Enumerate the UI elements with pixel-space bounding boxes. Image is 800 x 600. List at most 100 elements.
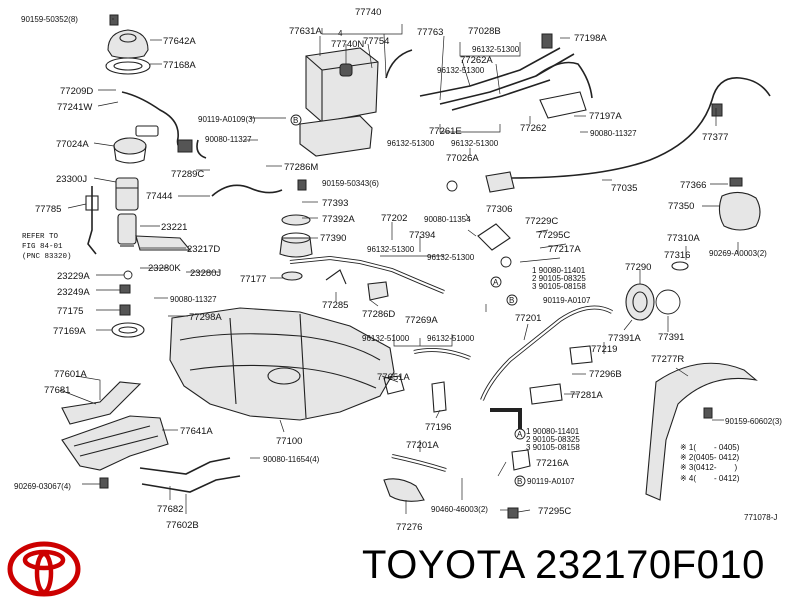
- label-77350: 77350: [668, 201, 694, 212]
- breather-hose-77276: [383, 478, 425, 502]
- label-77285: 77285: [322, 300, 348, 311]
- label-77390: 77390: [320, 233, 346, 244]
- label-77276: 77276: [396, 522, 422, 533]
- marker-a2: A: [514, 428, 526, 440]
- fuel-tank: [169, 307, 395, 421]
- label-77175: 77175: [57, 306, 83, 317]
- label-77740N: 77740N: [331, 39, 364, 50]
- label-96132-51000-a: 96132-51000: [362, 334, 410, 343]
- label-77602B: 77602B: [166, 520, 199, 531]
- svg-text:A: A: [517, 430, 523, 439]
- part-number-title: TOYOTA 232170F010: [362, 543, 765, 587]
- label-77197A: 77197A: [589, 111, 622, 122]
- label-90080-11401-a: 1 90080-11401: [532, 266, 586, 275]
- label-77209D: 77209D: [60, 86, 93, 97]
- footnote-2: ※ 2(0405- 0412): [680, 453, 740, 462]
- label-90105-08325-b: 2 90105-08325: [526, 435, 580, 444]
- label-77377: 77377: [702, 132, 728, 143]
- label-77269A: 77269A: [405, 315, 438, 326]
- label-77631A: 77631A: [289, 26, 322, 37]
- label-96132-51300-d: 96132-51300: [427, 253, 475, 262]
- leader-lines: [59, 18, 739, 514]
- label-90460-46003: 90460-46003(2): [431, 505, 488, 514]
- label-77306: 77306: [486, 204, 512, 215]
- tank-strap-front: [139, 457, 231, 475]
- label-77177: 77177: [240, 274, 266, 285]
- label-77392A: 77392A: [322, 214, 355, 225]
- label-77754: 77754: [363, 36, 389, 47]
- svg-text:B: B: [509, 296, 514, 305]
- label-90119-A0109: 90119-A0109(3): [198, 115, 256, 124]
- label-77393: 77393: [322, 198, 348, 209]
- svg-text:A: A: [493, 278, 499, 287]
- fuel-system-parts-diagram: A B B A B: [14, 7, 782, 533]
- label-77241W: 77241W: [57, 102, 92, 113]
- label-77217A: 77217A: [548, 244, 581, 255]
- gasket-ring: [105, 57, 151, 75]
- label-90080-11327-a: 90080-11327: [205, 135, 252, 144]
- label-77641A: 77641A: [180, 426, 213, 437]
- label-77290: 77290: [625, 262, 651, 273]
- fuel-filler-door: [718, 191, 761, 231]
- marker-b: B: [506, 294, 518, 306]
- label-90080-11354: 90080-11354: [424, 215, 471, 224]
- label-77295C-a: 77295C: [537, 230, 570, 241]
- label-23280J: 23280J: [190, 268, 221, 279]
- label-77281A: 77281A: [570, 390, 603, 401]
- footnote-4: ※ 4(- 0412): [680, 474, 740, 483]
- label-90105-08158-b: 3 90105-08158: [526, 443, 580, 452]
- label-90080-11401-b: 1 90080-11401: [526, 427, 580, 436]
- label-90269-A0003: 90269-A0003(2): [709, 249, 767, 258]
- filler-inlet: [625, 283, 681, 321]
- label-90159-50352: 90159-50352(8): [21, 15, 78, 24]
- marker-a: A: [490, 276, 502, 288]
- label-77763: 77763: [417, 27, 443, 38]
- label-77394: 77394: [409, 230, 435, 241]
- label-23280K: 23280K: [148, 263, 181, 274]
- charcoal-canister: [299, 47, 413, 157]
- label-90080-11327-b: 90080-11327: [170, 295, 217, 304]
- label-77601A: 77601A: [54, 369, 87, 380]
- label-77298A: 77298A: [189, 312, 222, 323]
- label-77444: 77444: [146, 191, 172, 202]
- label-77785: 77785: [35, 204, 61, 215]
- heat-shield-lower: [61, 415, 169, 471]
- label-96132-51300-b: 96132-51300: [437, 66, 485, 75]
- vapor-lines: [419, 33, 593, 119]
- label-96132-51300-e: 96132-51300: [387, 139, 435, 148]
- label-90119-A0107-b: 90119-A0107: [527, 477, 575, 486]
- filler-neck-grommet: [279, 214, 313, 281]
- marker-b2: B: [290, 114, 302, 126]
- label-90159-50343: 90159-50343(6): [322, 179, 379, 188]
- label-77316: 77316: [664, 250, 690, 261]
- label-77366: 77366: [680, 180, 706, 191]
- label-77310A: 77310A: [667, 233, 700, 244]
- label-96132-51300-a: 96132-51300: [472, 45, 520, 54]
- reference-note-line-1: REFER TO: [22, 233, 59, 241]
- part-labels: 90159-50352(8) 77642A 77168A 77209D 7724…: [14, 7, 782, 533]
- marker-b3: B: [514, 475, 526, 487]
- label-23249A: 23249A: [57, 287, 90, 298]
- label-90159-60602: 90159-60602(3): [725, 417, 782, 426]
- sender-unit: [113, 125, 159, 164]
- toyota-emblem-icon: [7, 541, 81, 597]
- label-77295C-b: 77295C: [538, 506, 571, 517]
- label-77202: 77202: [381, 213, 407, 224]
- label-23300J: 23300J: [56, 174, 87, 185]
- heat-shield-upper: [61, 381, 142, 425]
- label-77198A: 77198A: [574, 33, 607, 44]
- label-77219: 77219: [591, 344, 617, 355]
- label-23229A: 23229A: [57, 271, 90, 282]
- label-77296B: 77296B: [589, 369, 622, 380]
- label-77262A: 77262A: [460, 55, 493, 66]
- footnote-1: ※ 1(- 0405): [680, 443, 740, 452]
- label-96132-51000-b: 96132-51000: [427, 334, 475, 343]
- wheel-well-liner: [645, 362, 758, 501]
- label-77391: 77391: [658, 332, 684, 343]
- label-90105-08158-a: 3 90105-08158: [532, 282, 586, 291]
- tank-strap-rear: [141, 475, 241, 493]
- label-77642A: 77642A: [163, 36, 196, 47]
- label-96132-51300-c: 96132-51300: [367, 245, 415, 254]
- label-77216A: 77216A: [536, 458, 569, 469]
